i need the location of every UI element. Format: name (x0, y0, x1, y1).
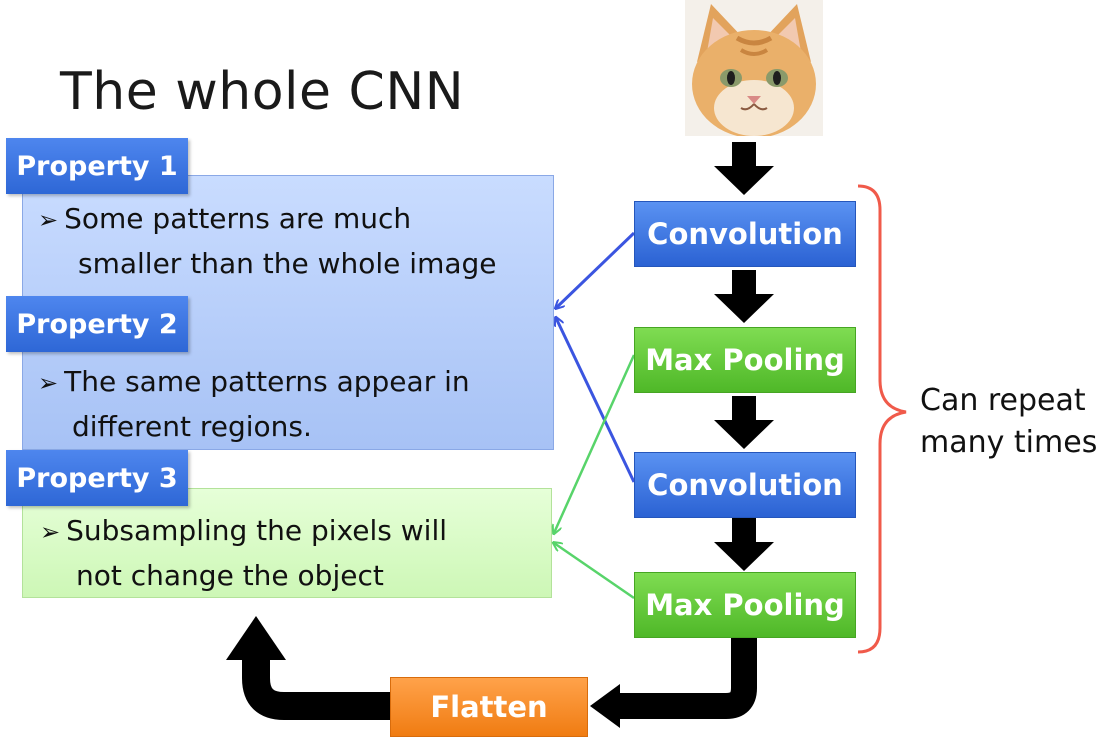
property-1-line-2: smaller than the whole image (78, 247, 497, 280)
down-arrow-icon (714, 396, 774, 449)
property-1-line-1: Some patterns are much (64, 202, 412, 235)
down-arrow-icon (714, 142, 774, 195)
property-3-text: ➢Subsampling the pixels will not change … (40, 509, 447, 598)
property-2-line-2: different regions. (72, 410, 312, 443)
bullet-arrow-icon: ➢ (38, 206, 59, 234)
cat-photo-icon (685, 0, 823, 136)
property-2-line-1: The same patterns appear in (64, 365, 470, 398)
bullet-arrow-icon: ➢ (38, 369, 59, 397)
arrow-pool-to-flatten (618, 638, 757, 719)
down-arrow-icon (714, 270, 774, 323)
repeat-note-line-2: many times (920, 425, 1098, 460)
bullet-arrow-icon: ➢ (40, 518, 61, 546)
layer-max-pooling-2: Max Pooling (634, 572, 856, 638)
repeat-note-line-1: Can repeat (920, 383, 1086, 418)
arrow-head-left-icon (590, 684, 620, 728)
arrow-head-up-icon (226, 616, 286, 660)
repeat-note: Can repeat many times (920, 380, 1097, 464)
layer-convolution-2: Convolution (634, 452, 856, 518)
property-2-text: ➢The same patterns appear in different r… (38, 360, 470, 449)
property-2-tag: Property 2 (6, 296, 188, 352)
link-conv2-to-property2 (556, 318, 636, 483)
property-panel-green (22, 488, 552, 598)
property-3-line-2: not change the object (76, 559, 384, 592)
link-conv1-to-property1 (556, 231, 636, 308)
down-arrow-icon (714, 518, 774, 571)
property-1-text: ➢Some patterns are much smaller than the… (38, 197, 497, 286)
property-3-line-1: Subsampling the pixels will (66, 514, 448, 547)
property-1-tag: Property 1 (6, 138, 188, 194)
link-pool2-to-property3 (554, 543, 635, 600)
repeat-brace (857, 184, 907, 654)
page-title: The whole CNN (60, 62, 465, 122)
property-3-tag: Property 3 (6, 450, 188, 506)
arrow-flatten-to-properties (242, 656, 390, 720)
layer-max-pooling-1: Max Pooling (634, 327, 856, 393)
layer-flatten: Flatten (390, 677, 588, 737)
layer-convolution-1: Convolution (634, 201, 856, 267)
link-pool1-to-property3 (554, 354, 636, 533)
